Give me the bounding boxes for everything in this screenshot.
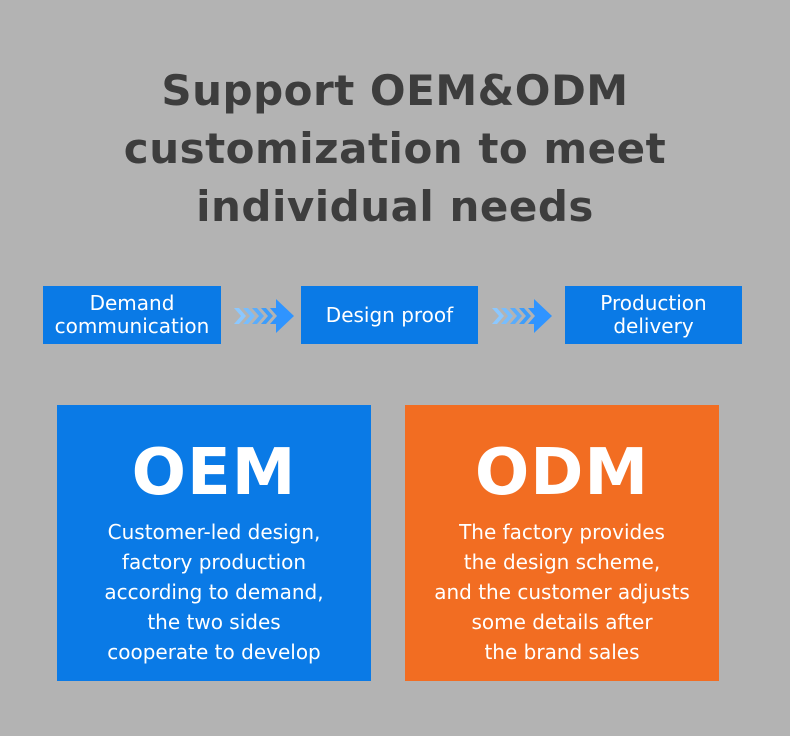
page-title: Support OEM&ODM customization to meet in…	[0, 62, 790, 236]
odm-description-line: the design scheme,	[463, 550, 661, 574]
odm-heading: ODM	[474, 436, 650, 510]
process-step-label-line: communication	[54, 314, 210, 338]
page-title-line-3: individual needs	[196, 182, 594, 231]
oem-description-line: cooperate to develop	[107, 640, 321, 664]
process-step-demand-communication: Demand communication	[43, 286, 221, 344]
oem-description-line: Customer-led design,	[107, 520, 321, 544]
oem-description-line: the two sides	[147, 610, 281, 634]
page-title-line-2: customization to meet	[123, 124, 667, 173]
odm-description-line: the brand sales	[484, 640, 640, 664]
oem-description: Customer-led design, factory production …	[57, 517, 371, 667]
process-step-design-proof: Design proof	[301, 286, 478, 344]
page-title-line-1: Support OEM&ODM	[161, 66, 629, 115]
process-step-label-line: delivery	[613, 314, 694, 338]
process-step-label-line: Demand	[89, 291, 175, 315]
oem-heading: OEM	[131, 436, 297, 510]
oem-description-line: according to demand,	[104, 580, 324, 604]
arrow-right-icon	[234, 299, 294, 333]
odm-description: The factory provides the design scheme, …	[405, 517, 719, 667]
process-step-label-line: Production	[600, 291, 707, 315]
odm-description-line: and the customer adjusts	[434, 580, 690, 604]
arrow-right-icon	[492, 299, 552, 333]
oem-description-line: factory production	[121, 550, 307, 574]
odm-description-line: some details after	[471, 610, 653, 634]
odm-card: ODM The factory provides the design sche…	[405, 405, 719, 681]
odm-description-line: The factory provides	[459, 520, 665, 544]
oem-card: OEM Customer-led design, factory product…	[57, 405, 371, 681]
process-step-label-line: Design proof	[325, 302, 454, 327]
process-step-production-delivery: Production delivery	[565, 286, 742, 344]
